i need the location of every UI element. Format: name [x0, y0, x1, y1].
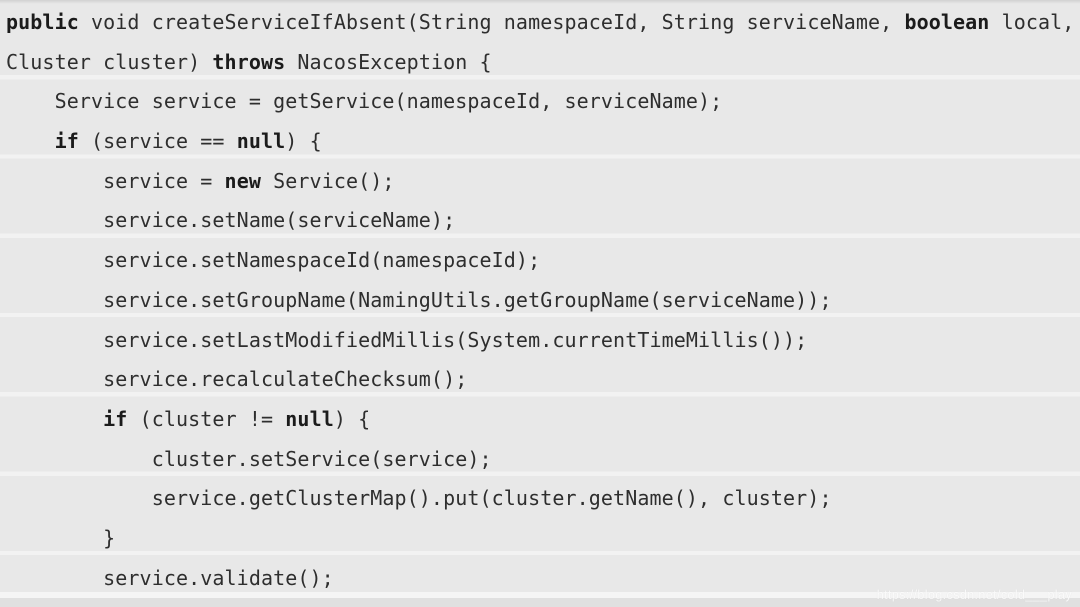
code-text: service.setGroupName(NamingUtils.getGrou…	[6, 287, 832, 312]
code-text: ) {	[285, 129, 322, 154]
code-keyword: throws	[212, 49, 286, 74]
code-text: service.getClusterMap().put(cluster.getN…	[6, 486, 832, 511]
code-text: (cluster !=	[127, 406, 286, 431]
code-line: service.setName(serviceName);	[6, 201, 1080, 241]
code-keyword: boolean	[904, 10, 990, 34]
code-line: service.validate();	[6, 559, 1080, 599]
code-text: ) {	[333, 406, 371, 431]
code-text: service.setNamespaceId(namespaceId);	[6, 248, 541, 273]
code-keyword: new	[224, 168, 261, 193]
code-line: cluster.setService(service);	[6, 440, 1080, 480]
code-text: cluster.setService(service);	[6, 446, 492, 471]
code-text: }	[6, 525, 116, 550]
code-text: service.setLastModifiedMillis(System.cur…	[6, 327, 808, 352]
code-keyword: public	[6, 10, 79, 34]
code-keyword: if	[103, 406, 128, 431]
code-line: service = new Service();	[6, 162, 1080, 202]
code-text: Service service = getService(namespaceId…	[6, 89, 723, 114]
code-text	[6, 407, 103, 431]
watermark-url: https://blog.csdn.net/cold___play	[876, 588, 1072, 602]
code-text: service.recalculateChecksum();	[6, 367, 468, 392]
code-text	[6, 129, 55, 153]
code-line: service.setGroupName(NamingUtils.getGrou…	[6, 281, 1080, 321]
code-text: service.validate();	[6, 565, 334, 590]
code-line: public void createServiceIfAbsent(String…	[6, 3, 1080, 43]
code-line: service.setLastModifiedMillis(System.cur…	[6, 321, 1080, 361]
code-line: service.getClusterMap().put(cluster.getN…	[6, 479, 1080, 519]
code-text: local,	[989, 10, 1075, 34]
code-line: Cluster cluster) throws NacosException {	[6, 43, 1080, 83]
code-text: Service();	[260, 168, 395, 193]
code-line: service.recalculateChecksum();	[6, 360, 1080, 400]
code-text: service =	[6, 168, 225, 193]
code-keyword: if	[54, 129, 79, 154]
code-text: service.setName(serviceName);	[6, 208, 456, 233]
code-text: NacosException {	[285, 49, 492, 74]
code-block: public void createServiceIfAbsent(String…	[6, 3, 1080, 598]
code-text: Cluster cluster)	[6, 49, 213, 74]
code-line: Service service = getService(namespaceId…	[6, 82, 1080, 122]
code-keyword: null	[285, 406, 334, 431]
code-text: void createServiceIfAbsent(String namesp…	[78, 10, 905, 34]
code-line: if (service == null) {	[6, 122, 1080, 162]
code-line: }	[6, 519, 1080, 559]
code-line: if (cluster != null) {	[6, 400, 1080, 440]
code-line: service.setNamespaceId(namespaceId);	[6, 241, 1080, 281]
code-text: (service ==	[78, 129, 237, 154]
code-keyword: null	[236, 129, 286, 154]
